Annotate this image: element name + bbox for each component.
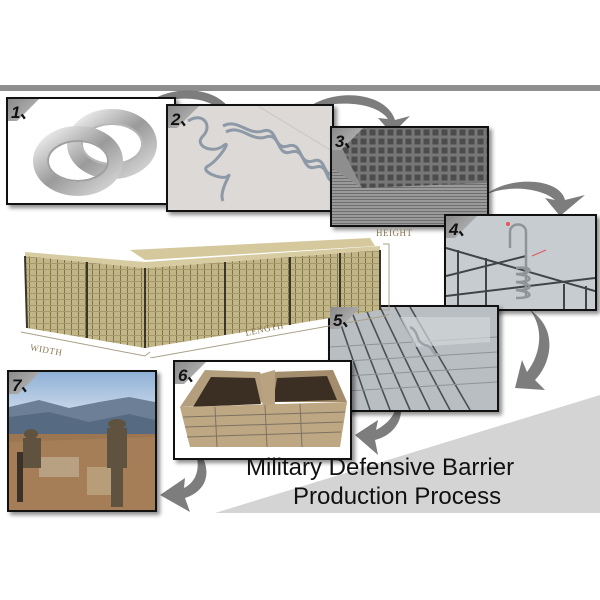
step-7-frame: 7、	[7, 370, 157, 512]
step-4-frame: 4、	[444, 214, 597, 311]
header-bar	[0, 85, 600, 91]
step-tab	[175, 362, 209, 384]
barrier-illustration	[20, 238, 390, 358]
title-line-1: Military Defensive Barrier	[246, 454, 515, 481]
step-5-number: 5、	[333, 311, 358, 330]
field-deployment-image	[9, 372, 155, 510]
step-6-number: 6、	[178, 366, 203, 385]
lined-unit-image	[175, 362, 350, 458]
step-tab	[446, 216, 480, 238]
step-5-frame: 5、	[328, 305, 499, 412]
step-2-number: 2、	[171, 110, 196, 129]
step-tab	[330, 307, 364, 329]
height-label: HEIGHT	[376, 228, 413, 238]
wire-coils-image	[33, 109, 157, 196]
step-7-number: 7、	[12, 376, 37, 395]
step-tab	[9, 372, 43, 394]
step-tab	[8, 99, 42, 121]
step-1-number: 1、	[11, 103, 36, 122]
title-line-2: Production Process	[293, 483, 502, 510]
step-6-frame: 6、	[173, 360, 352, 460]
step-1-frame: 1、	[6, 97, 176, 205]
step-3-frame: 3、	[330, 126, 489, 227]
step-4-number: 4、	[449, 220, 474, 239]
step-3-number: 3、	[335, 132, 360, 151]
step-2-frame: 2、	[166, 104, 334, 212]
